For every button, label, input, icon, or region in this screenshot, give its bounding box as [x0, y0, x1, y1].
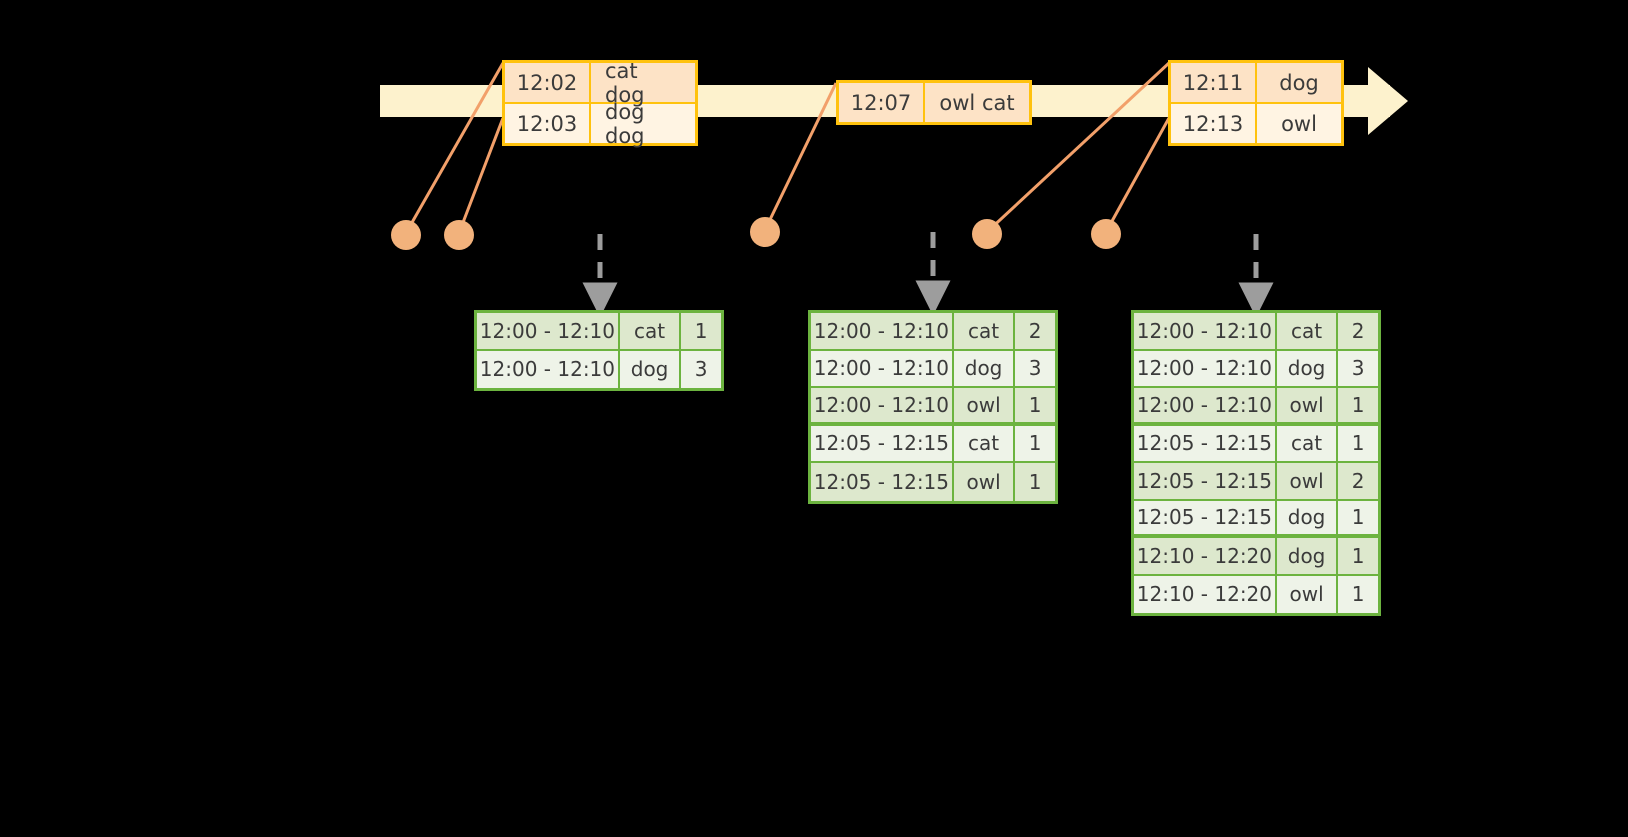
count-cell: 1: [1338, 388, 1378, 422]
window-range-cell: 12:00 - 12:10: [811, 313, 954, 349]
window-range-cell: 12:05 - 12:15: [1134, 463, 1277, 499]
count-cell: 1: [1338, 575, 1378, 613]
word-cell: cat: [953, 425, 1016, 461]
event-row: 12:11 dog: [1171, 63, 1341, 102]
word-cell: cat: [953, 313, 1016, 349]
event-row: 12:13 owl: [1171, 102, 1341, 143]
count-cell: 1: [1338, 500, 1378, 534]
count-cell: 2: [1015, 313, 1055, 349]
event-time: 12:13: [1171, 104, 1257, 143]
count-cell: 1: [1338, 538, 1378, 574]
window-range-cell: 12:00 - 12:10: [1134, 350, 1277, 386]
word-cell: dog: [1276, 538, 1339, 574]
count-cell: 3: [1015, 350, 1055, 386]
window-range-cell: 12:00 - 12:10: [1134, 388, 1277, 422]
event-dot-1207: [750, 217, 780, 247]
window-range-cell: 12:00 - 12:10: [811, 388, 954, 422]
event-words: owl cat: [925, 83, 1029, 122]
count-cell: 1: [1015, 388, 1055, 422]
word-cell: owl: [953, 388, 1016, 422]
count-cell: 1: [681, 313, 721, 349]
word-cell: cat: [619, 313, 682, 349]
event-box-b[interactable]: 12:07 owl cat: [836, 80, 1032, 125]
event-row: 12:07 owl cat: [839, 83, 1029, 122]
window-range-cell: 12:05 - 12:15: [811, 425, 954, 461]
event-box-c[interactable]: 12:11 dog 12:13 owl: [1168, 60, 1344, 146]
event-row: 12:03 dog dog: [505, 99, 695, 148]
word-cell: cat: [1276, 313, 1339, 349]
count-cell: 1: [1338, 425, 1378, 461]
event-box-a[interactable]: 12:02 cat dog 12:03 dog dog: [502, 59, 698, 148]
window-range-cell: 12:00 - 12:10: [811, 350, 954, 386]
window-range-cell: 12:00 - 12:10: [477, 313, 620, 349]
event-words: cat dog: [591, 59, 695, 107]
event-row: 12:02 cat dog: [505, 59, 695, 107]
connector-1203: [457, 117, 505, 234]
word-cell: dog: [953, 350, 1016, 386]
event-time: 12:07: [839, 83, 925, 122]
count-cell: 1: [1015, 463, 1055, 501]
count-cell: 2: [1338, 313, 1378, 349]
event-time: 12:03: [505, 104, 591, 143]
event-time: 12:02: [505, 63, 591, 102]
event-words: dog: [1257, 63, 1341, 102]
window-range-cell: 12:05 - 12:15: [1134, 500, 1277, 534]
word-cell: dog: [1276, 350, 1339, 386]
window-range-cell: 12:00 - 12:10: [1134, 313, 1277, 349]
window-range-cell: 12:00 - 12:10: [477, 350, 620, 388]
word-cell: owl: [953, 463, 1016, 501]
count-cell: 3: [681, 350, 721, 388]
event-dot-1203: [444, 220, 474, 250]
event-dot-1213: [1091, 219, 1121, 249]
connector-1213: [1104, 117, 1171, 233]
count-cell: 1: [1015, 425, 1055, 461]
event-dot-1202: [391, 220, 421, 250]
window-range-cell: 12:05 - 12:15: [811, 463, 954, 501]
window-range-cell: 12:05 - 12:15: [1134, 425, 1277, 461]
word-cell: dog: [619, 350, 682, 388]
window-range-cell: 12:10 - 12:20: [1134, 575, 1277, 613]
count-cell: 3: [1338, 350, 1378, 386]
event-dot-1211: [972, 219, 1002, 249]
count-cell: 2: [1338, 463, 1378, 499]
word-cell: cat: [1276, 425, 1339, 461]
timeline-arrowhead-icon: [1368, 67, 1408, 135]
word-cell: owl: [1276, 388, 1339, 422]
event-words: owl: [1281, 111, 1317, 136]
word-cell: dog: [1276, 500, 1339, 534]
word-cell: owl: [1276, 575, 1339, 613]
window-range-cell: 12:10 - 12:20: [1134, 538, 1277, 574]
event-words: dog dog: [605, 99, 645, 148]
word-cell: owl: [1276, 463, 1339, 499]
event-time: 12:11: [1171, 63, 1257, 102]
